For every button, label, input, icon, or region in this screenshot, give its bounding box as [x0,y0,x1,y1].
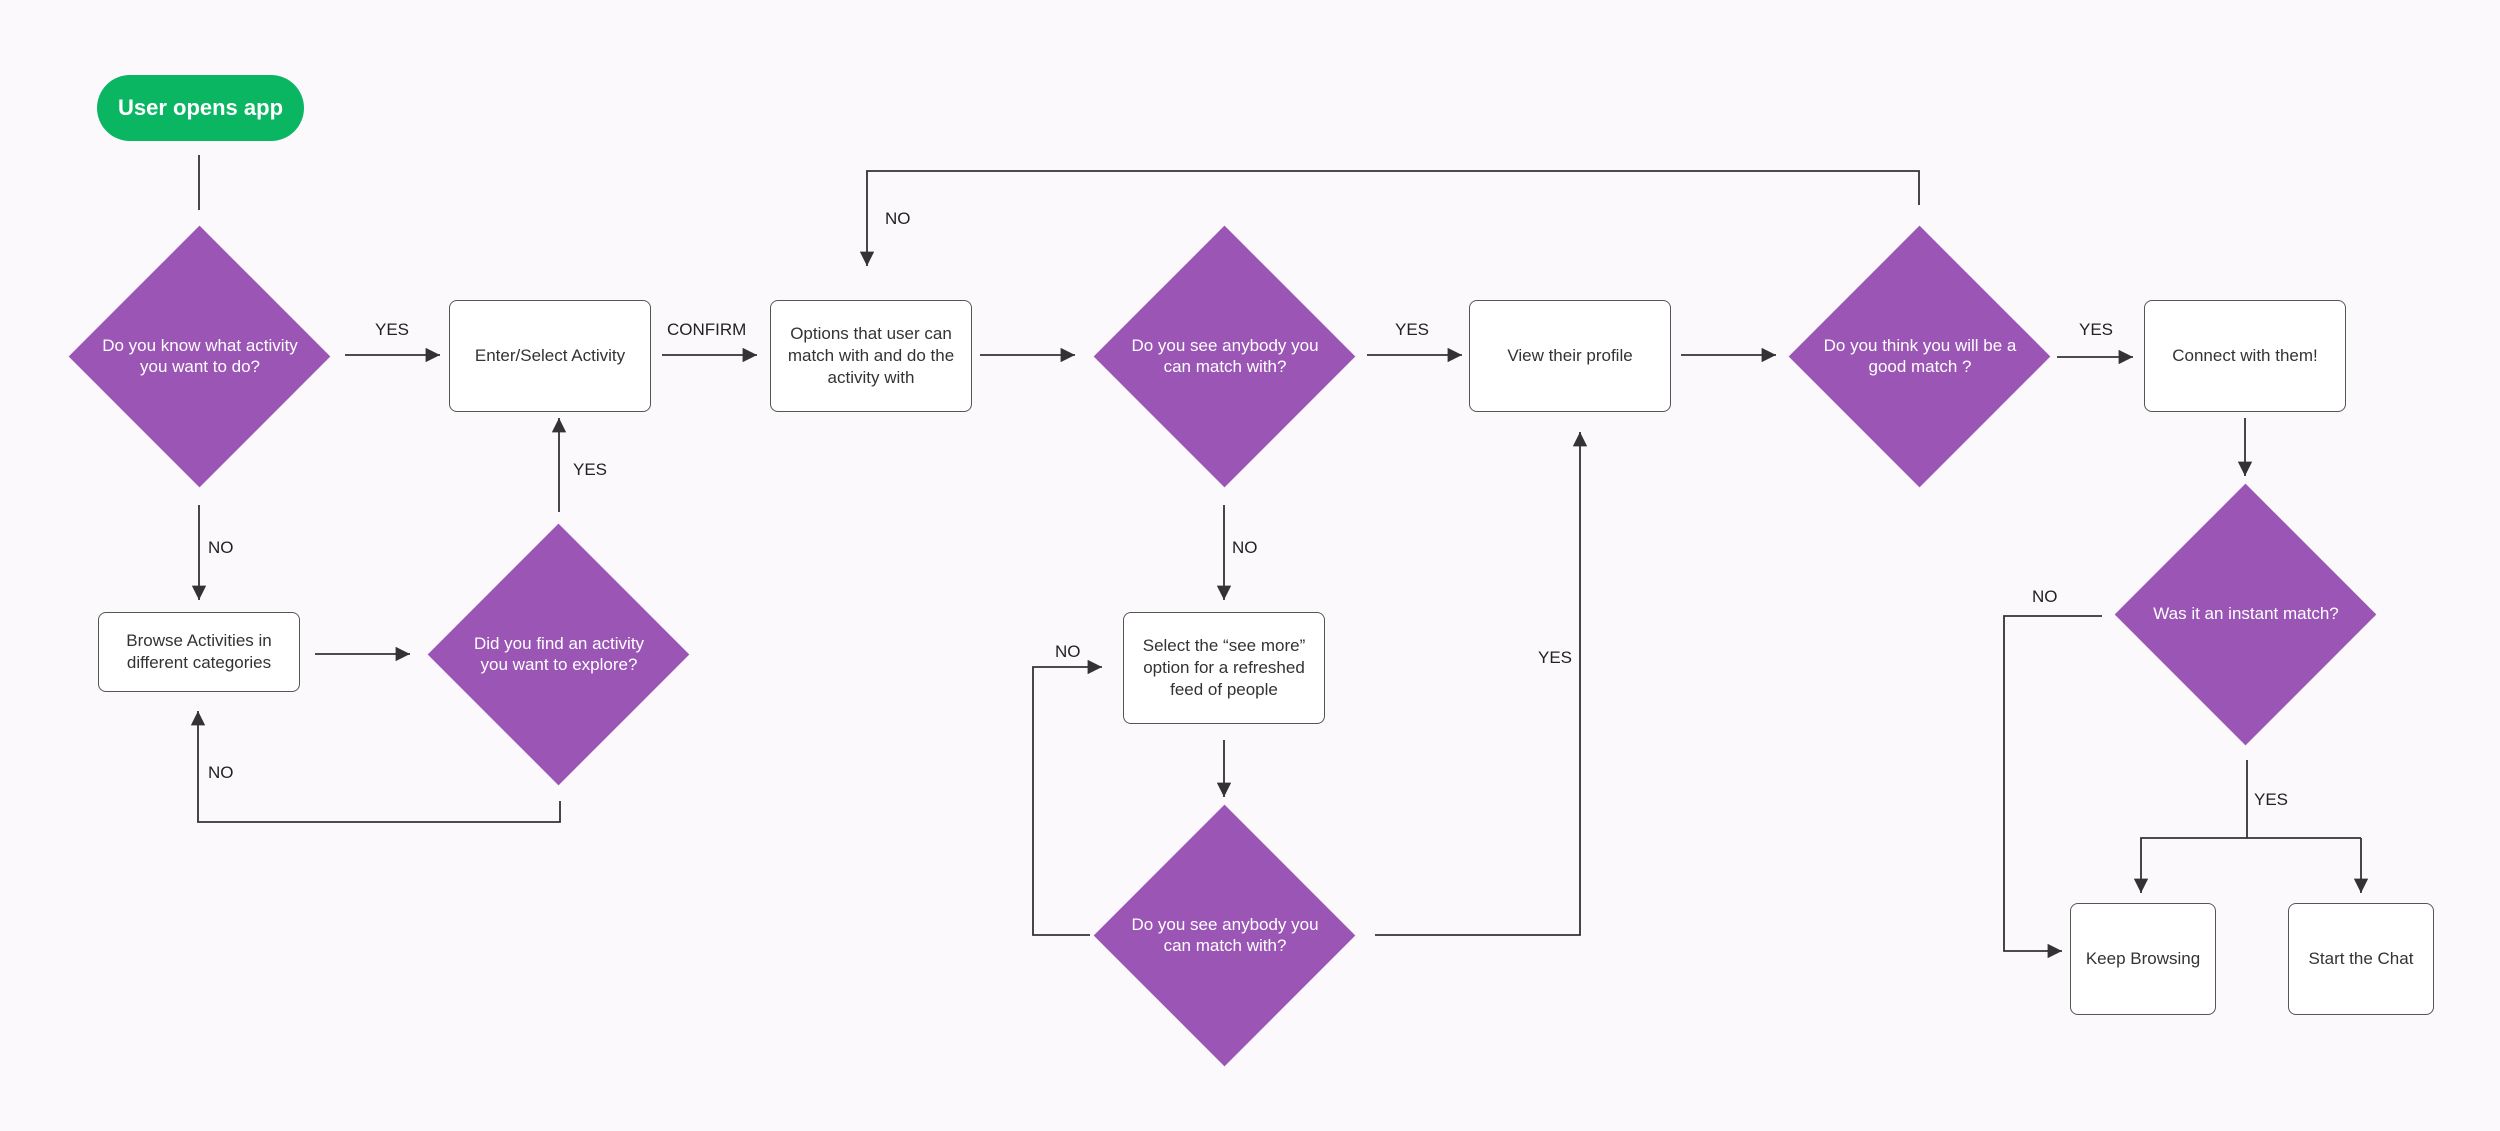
edge-label-good-yes: YES [2079,320,2114,339]
decision-see-anybody-2-text: Do you see anybody you can match with? [1131,914,1319,955]
edge-see2-no [1032,659,1102,936]
edge-label-instant-yes: YES [2254,790,2289,809]
edge-label-see2-no: NO [1055,642,1081,661]
start-node: User opens app [97,75,304,141]
browse-activities-box: Browse Activities in different categorie… [98,612,300,692]
decision-know-activity-text: Do you know what activity you want to do… [102,335,298,376]
start-chat-box: Start the Chat [2288,903,2434,1015]
edge-label-instant-no: NO [2032,587,2058,606]
edge-label-confirm: CONFIRM [667,320,747,339]
edge-label-find-no: NO [208,763,234,782]
edge-label-see2-yes: YES [1538,648,1573,667]
edge-instant-yes-left [2133,837,2361,893]
edge-see2-yes [1375,432,1588,936]
keep-browsing-box: Keep Browsing [2070,903,2216,1015]
edge-instant-no [2003,615,2102,959]
edge-label-find-yes: YES [573,460,608,479]
edge-label-see1-yes: YES [1395,320,1430,339]
edge-label-good-no: NO [885,209,911,228]
edge-find-no [190,711,561,823]
enter-select-activity-box: Enter/Select Activity [449,300,651,412]
decision-see-anybody-1-text: Do you see anybody you can match with? [1131,335,1319,376]
connect-with-them-box: Connect with them! [2144,300,2346,412]
edge-label-know-no: NO [208,538,234,557]
edge-label-see1-no: NO [1232,538,1258,557]
see-more-option-box: Select the “see more” option for a refre… [1123,612,1325,724]
decision-find-activity-text: Did you find an activity you want to exp… [473,633,645,674]
edge-good-no [859,170,1920,266]
decision-instant-match-text: Was it an instant match? [2153,604,2339,624]
view-profile-box: View their profile [1469,300,1671,412]
decision-good-match-text: Do you think you will be a good match ? [1823,335,2017,376]
edge-label-know-yes: YES [375,320,410,339]
options-user-can-match-box: Options that user can match with and do … [770,300,972,412]
